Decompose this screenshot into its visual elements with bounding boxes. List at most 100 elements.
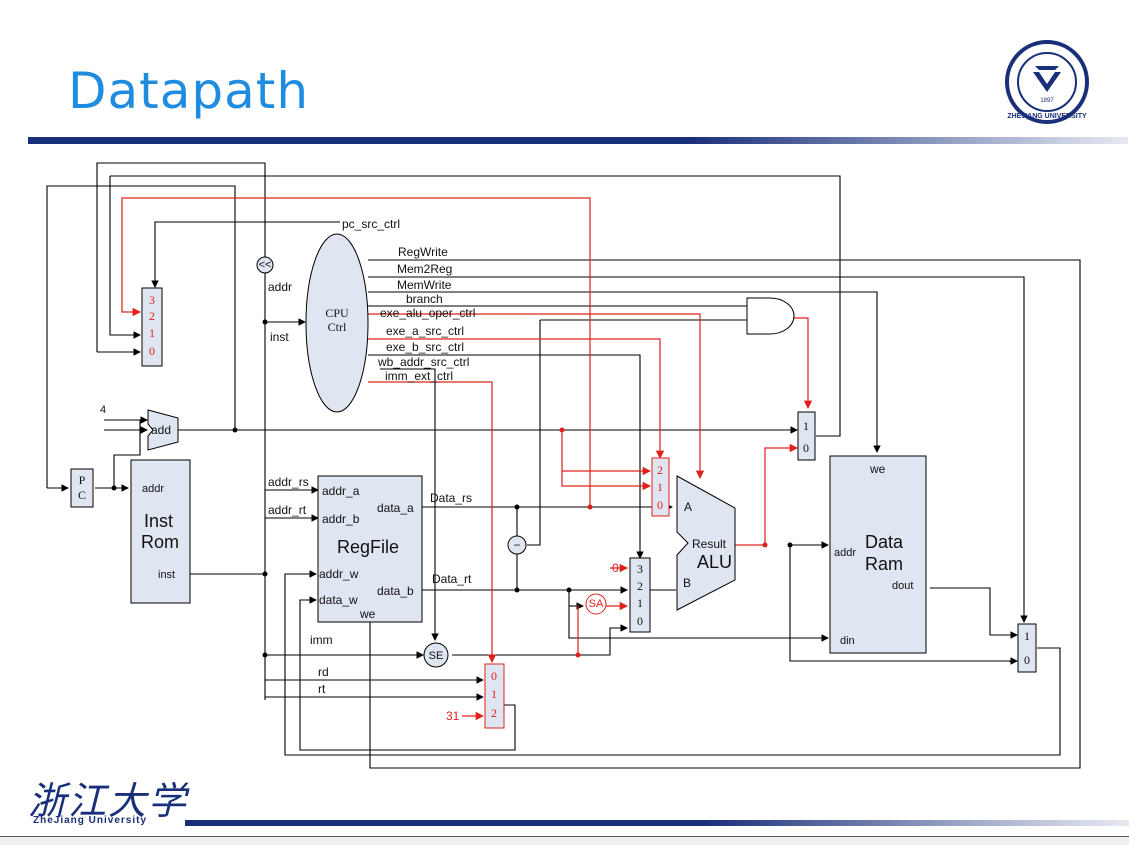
adder-label: add [151,423,171,437]
inst-rom-addr-port: addr [142,483,164,495]
shift-left-circle: << [256,256,274,274]
regfile-data-b-port: data_b [377,584,414,598]
seal-emblem-top-icon [1035,66,1059,70]
const-0-label: 0 [612,561,619,575]
shift-amount-label: SA [589,598,604,610]
branch-mux-in-1: 1 [803,419,809,433]
branch-mux: 1 0 [797,411,816,461]
seal-text: ZHEJIANG UNIVERSITY [1007,113,1087,120]
pc-mux-in-2: 2 [149,309,155,323]
wire-imm: imm [310,633,333,647]
alu-a-mux: 2 1 0 [651,457,670,517]
signal-wb-addr-src-ctrl: wb_addr_src_ctrl [377,355,469,369]
signal-exe-alu-oper-ctrl: exe_alu_oper_ctrl [380,306,475,320]
signal-imm-ext-ctrl: imm_ext_ctrl [385,369,453,383]
wire-addr-rs: addr_rs [268,475,309,489]
slide-title: Datapath [68,62,310,120]
regfile-data-a-port: data_a [377,501,414,515]
inst-rom-title-1: Inst [144,511,173,531]
inst-rom: addr Inst Rom inst [130,459,191,604]
wire-rd: rd [318,665,329,679]
regfile-title: RegFile [337,537,399,557]
sign-extend-circle: SE [423,642,449,668]
register-file: addr_a addr_b data_a RegFile addr_w data… [317,475,423,623]
signal-exe-a-src-ctrl: exe_a_src_ctrl [386,324,464,338]
seal-emblem-icon [1033,72,1061,92]
const-31-label: 31 [446,709,460,723]
wire-data-rs: Data_rs [430,491,472,505]
signal-mem2reg: Mem2Reg [397,262,452,276]
pc-register: P C [70,468,94,508]
signal-memwrite: MemWrite [397,278,452,292]
mux-b-in-3: 3 [637,562,643,576]
cpu-ctrl-line-1: CPU [325,306,349,320]
page-bottom-edge [0,836,1129,845]
title-underline-bar [28,137,1128,144]
alu-a-port: A [684,500,692,514]
branch-mux-in-0: 0 [803,441,809,455]
subtract-icon: − [513,538,520,552]
data-ram-dout-port: dout [892,580,913,592]
wb-addr-mux-in-1: 1 [491,687,497,701]
writeback-addr-mux: 0 1 2 [484,663,505,729]
signal-regwrite: RegWrite [398,245,448,259]
pc-mux: 3 2 1 0 [141,287,163,367]
inst-rom-title-2: Rom [141,532,179,552]
wire-labels: addr_rs addr_rt Data_rs Data_rt imm rd r… [268,475,619,723]
red-wires [121,197,813,721]
cpu-ctrl-line-2: Ctrl [328,320,347,334]
pc-label-c: C [78,488,86,502]
wb-mux-in-1: 1 [1024,629,1030,643]
shift-amount-circle: SA [585,593,607,615]
pc-adder: add [147,409,179,451]
mux-a-in-2: 2 [657,463,663,477]
pc-mux-in-1: 1 [149,326,155,340]
shift-left-icon: << [259,259,272,271]
data-ram-title-2: Ram [865,554,903,574]
control-signal-labels: pc_src_ctrl RegWrite Mem2Reg MemWrite br… [342,217,475,383]
alu-b-mux: 3 2 1 0 [629,557,651,633]
regfile-addr-b-port: addr_b [322,512,360,526]
mux-a-in-1: 1 [657,480,663,494]
mux-a-in-0: 0 [657,498,663,512]
ctrl-addr-label: addr [268,280,292,294]
black-junctions [111,319,793,658]
pc-label-p: P [79,473,86,487]
const-4-label: 4 [100,404,106,416]
mux-b-in-1: 1 [637,596,643,610]
alu-result-port: Result [692,537,727,551]
alu: A Result ALU B [676,475,736,611]
signal-branch: branch [406,292,443,306]
data-ram-din-port: din [840,635,855,647]
data-ram-title-1: Data [865,532,904,552]
regfile-addr-a-port: addr_a [322,484,360,498]
regfile-data-w-port: data_w [319,593,358,607]
wb-addr-mux-in-2: 2 [491,706,497,720]
regfile-we-port: we [359,607,376,621]
footer-bar [185,820,1129,826]
mux-b-in-2: 2 [637,579,643,593]
alu-title: ALU [697,552,732,572]
inst-rom-inst-port: inst [158,569,175,581]
footer-logo-chinese: 浙江大学 [28,779,189,823]
university-seal: 1897 ZHEJIANG UNIVERSITY [1005,40,1089,124]
wb-addr-mux-in-0: 0 [491,669,497,683]
black-wires [46,162,1081,769]
wb-mux-in-0: 0 [1024,653,1030,667]
alu-b-port: B [683,576,691,590]
writeback-data-mux: 1 0 [1017,623,1037,673]
data-ram-we-port: we [869,462,886,476]
wire-rt: rt [318,682,326,696]
signal-exe-b-src-ctrl: exe_b_src_ctrl [386,340,464,354]
seal-year: 1897 [1040,98,1054,104]
subtract-circle: − [507,535,527,555]
ctrl-inst-label: inst [270,330,289,344]
branch-and-gate [746,297,795,335]
data-ram: we addr Data Ram dout din [829,455,927,654]
wire-data-rt: Data_rt [432,572,472,586]
data-ram-addr-port: addr [834,547,856,559]
wire-addr-rt: addr_rt [268,503,307,517]
mux-b-in-0: 0 [637,614,643,628]
red-junctions [559,427,768,658]
